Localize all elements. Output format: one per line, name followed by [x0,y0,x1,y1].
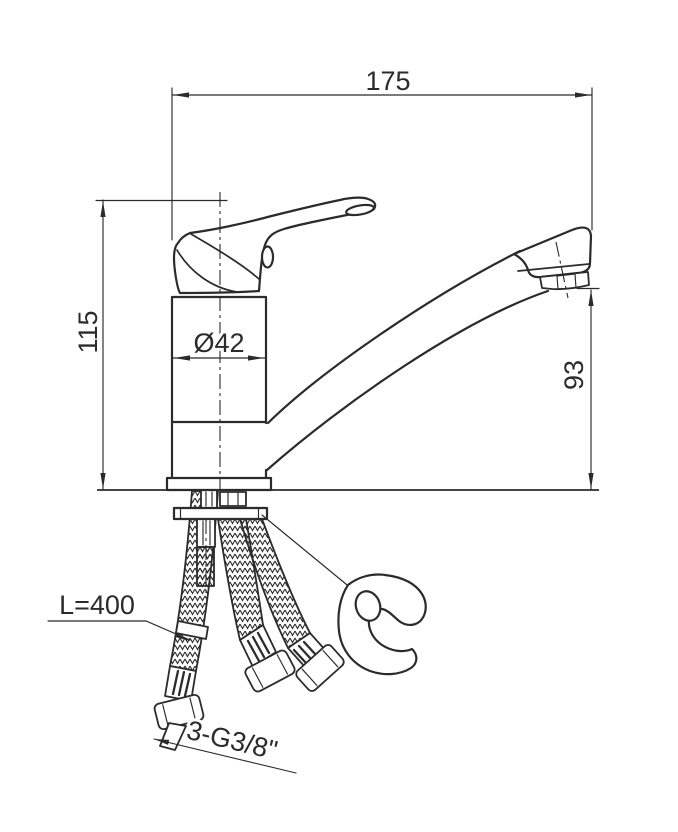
leader-thread-spec [153,738,297,774]
dimension-body-diameter [172,355,266,361]
label-body-diameter: Ø42 [193,328,244,358]
hose-nut [244,649,296,693]
supply-hose-middle [217,518,296,693]
faucet-handle [172,196,377,295]
mounting-plate [172,506,269,521]
hose-end-fitting-left [153,665,205,751]
base-flange [165,476,273,492]
aerator-insert [556,273,577,290]
label-outlet-height: 93 [559,360,589,390]
dimension-outlet-height [576,287,600,491]
threaded-stud-upper [200,489,218,509]
leader-hose-length [47,620,191,641]
faucet-body [165,295,273,492]
handle-crease [176,249,238,293]
label-spout-reach: 175 [365,66,410,96]
wrench-hole [354,590,382,622]
aerator-axis-centerline [555,241,569,299]
supply-hose-right [239,518,345,692]
hose-joint-band [175,620,209,640]
dimension-spout-reach [171,87,593,241]
threaded-stud-lower [196,518,216,598]
label-hose-length: L=400 [59,590,135,620]
mounting-wrench [337,573,427,676]
temp-indicator-cap [260,245,275,269]
handle-crease [190,233,260,280]
hose-nut [295,644,345,692]
dimension-overall-height [95,199,228,491]
spout-head-seam [517,263,590,272]
label-overall-height: 115 [73,310,103,353]
inlet-nut [219,491,247,507]
wrench-leader-line [261,514,353,590]
faucet-spout [265,226,593,472]
lever-end-cap [345,203,375,217]
